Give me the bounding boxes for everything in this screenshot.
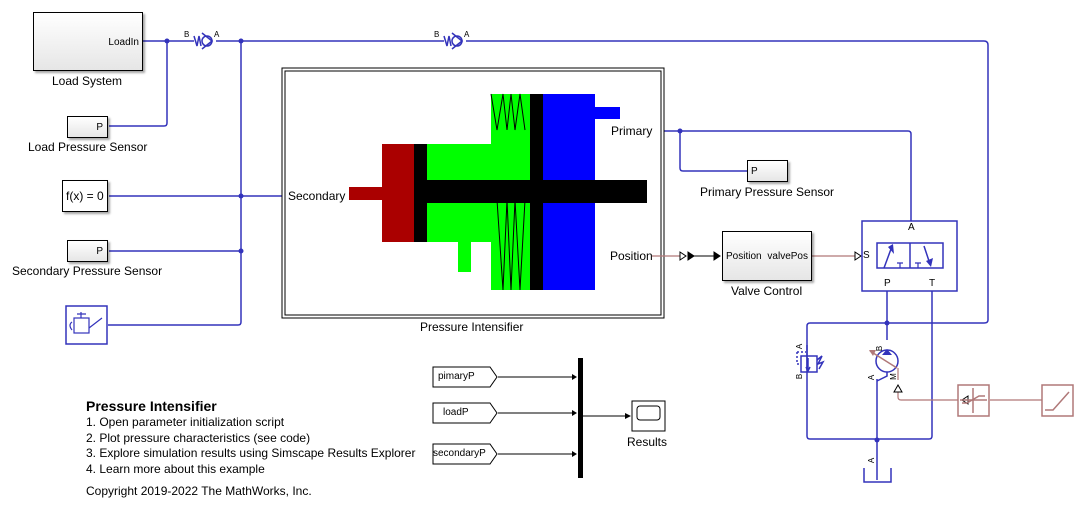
junction-dots — [164, 38, 890, 443]
pump-icon[interactable] — [869, 349, 899, 382]
from-pimaryP-label: pimaryP — [438, 371, 475, 382]
pressure-intensifier-label: Pressure Intensifier — [420, 320, 524, 334]
primary-pressure-sensor-block[interactable]: P — [747, 160, 788, 182]
valve-port-t: T — [929, 278, 936, 289]
load-system-label: Load System — [52, 74, 123, 88]
solver-label: f(x) = 0 — [66, 189, 104, 203]
pump-port-a: A — [867, 374, 877, 381]
check-valve-icon[interactable] — [440, 32, 464, 50]
pump-port-m: M — [888, 373, 898, 380]
tank-icon[interactable] — [863, 468, 892, 483]
annotation-title: Pressure Intensifier — [86, 398, 217, 414]
load-sensor-port: P — [96, 122, 103, 133]
wire-valve-t[interactable] — [877, 290, 933, 440]
from-tag-pimaryP[interactable] — [432, 366, 498, 388]
annotation-link-1[interactable]: 1. Open parameter initialization script — [86, 415, 285, 429]
physical-connections — [108, 40, 989, 480]
annotation-link-4[interactable]: 4. Learn more about this example — [86, 461, 265, 476]
secondary-sensor-port: P — [96, 246, 103, 257]
directional-valve[interactable] — [861, 220, 958, 292]
secondary-port-label: Secondary — [288, 189, 346, 203]
secondary-pressure-sensor-label: Secondary Pressure Sensor — [12, 264, 163, 278]
from-secondaryP-label: secondaryP — [433, 448, 486, 459]
valve-control-out-port: valvePos — [767, 251, 808, 262]
wire-load-sensor[interactable] — [109, 41, 168, 127]
primary-port-label: Primary — [611, 124, 653, 138]
primary-pressure-sensor-label: Primary Pressure Sensor — [700, 185, 835, 199]
relief-port-b: B — [795, 373, 805, 380]
solver-configuration-block[interactable]: f(x) = 0 — [62, 180, 108, 212]
loadin-port-label: LoadIn — [108, 37, 139, 48]
check-valve-2-b: B — [434, 30, 440, 39]
scope-block[interactable] — [631, 400, 666, 432]
wire-primary-sensor[interactable] — [679, 131, 748, 172]
annotation-link-3[interactable]: 3. Explore simulation results using Sims… — [86, 446, 416, 460]
valve-control-label: Valve Control — [731, 284, 803, 298]
from-tags — [432, 366, 498, 465]
check-valve-2-a: A — [464, 30, 470, 39]
mux-arrows — [572, 374, 631, 457]
tank-port-a: A — [867, 457, 877, 464]
from-tag-loadP[interactable] — [432, 402, 498, 424]
from-loadP-label: loadP — [443, 407, 469, 418]
pump-port-b: B — [875, 345, 885, 352]
wire-top-right-loop[interactable] — [466, 40, 989, 440]
saturation-block-icon[interactable] — [957, 384, 990, 417]
wire-pump-displacement[interactable] — [897, 386, 958, 401]
annotation: Pressure Intensifier 1. Open parameter i… — [86, 398, 415, 500]
wire-left-bus[interactable] — [108, 41, 242, 326]
ramp-block-icon[interactable] — [1041, 384, 1074, 417]
check-valve-1-a: A — [214, 30, 220, 39]
valve-control-in-port: Position — [726, 251, 762, 262]
valve-port-p: P — [884, 278, 891, 289]
valve-control-block[interactable]: Position valvePos — [722, 231, 812, 281]
valve-port-a: A — [908, 222, 915, 233]
load-pressure-sensor-label: Load Pressure Sensor — [28, 140, 148, 154]
wire-primary[interactable] — [652, 130, 912, 221]
annotation-link-2[interactable]: 2. Plot pressure characteristics (see co… — [86, 430, 311, 445]
copyright: Copyright 2019-2022 The MathWorks, Inc. — [86, 484, 312, 498]
hydraulic-fluid-block[interactable] — [65, 305, 108, 345]
check-valve-1-b: B — [184, 30, 190, 39]
scope-label: Results — [627, 435, 668, 449]
valve-port-s: S — [863, 250, 870, 261]
mux-block[interactable] — [578, 358, 583, 478]
signal-connections-scope — [498, 376, 625, 455]
position-port-label: Position — [610, 249, 653, 263]
relief-valve-icon[interactable] — [796, 351, 825, 373]
primary-sensor-port: P — [751, 166, 758, 177]
secondary-pressure-sensor-block[interactable]: P — [67, 240, 108, 262]
check-valve-icon[interactable] — [190, 32, 214, 50]
from-tag-secondaryP[interactable] — [432, 443, 498, 465]
signal-connections — [652, 255, 1042, 401]
load-system-block[interactable]: LoadIn — [33, 12, 143, 71]
intensifier-graphic — [349, 93, 647, 291]
load-pressure-sensor-block[interactable]: P — [67, 116, 108, 138]
relief-port-a: A — [795, 343, 805, 350]
